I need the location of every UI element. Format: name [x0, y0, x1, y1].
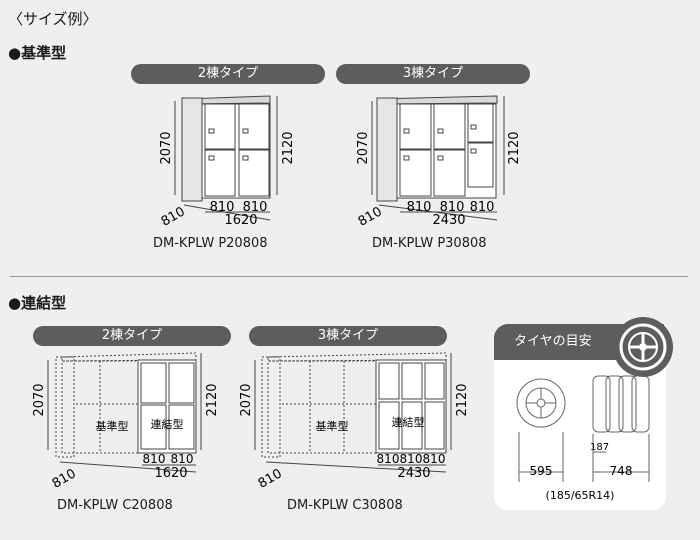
shed-linked-3 — [254, 352, 452, 473]
shed-basic-2 — [174, 95, 278, 221]
model-linked-2: DM-KPLW C20808 — [57, 498, 173, 513]
linked-3-depth: 810 — [256, 466, 285, 491]
pill-basic-2: 2棟タイプ — [131, 64, 325, 84]
basic-2-height-right: 2120 — [281, 131, 296, 164]
linked-3-width-c: 810 — [423, 452, 446, 466]
linked-2-base-label: 基準型 — [96, 419, 129, 433]
linked-2-height-right: 2120 — [205, 383, 220, 416]
linked-2-depth: 810 — [50, 466, 79, 491]
basic-3-total: 2430 — [432, 213, 465, 228]
basic-2-width-b: 810 — [243, 200, 268, 215]
tire-icon — [613, 317, 673, 377]
linked-3-height-left: 2070 — [239, 383, 254, 416]
basic-2-total: 1620 — [224, 213, 257, 228]
shed-basic-3 — [371, 95, 505, 221]
basic-3-width-a: 810 — [407, 200, 432, 215]
basic-2-depth: 810 — [159, 204, 188, 229]
linked-2-width-a: 810 — [143, 452, 166, 466]
linked-3-total: 2430 — [397, 466, 430, 481]
page-header: 〈サイズ例〉 — [8, 10, 98, 28]
model-basic-3: DM-KPLW P30808 — [372, 236, 487, 251]
basic-2-height-left: 2070 — [159, 131, 174, 164]
linked-3-base-label: 基準型 — [316, 419, 349, 433]
pill-basic-3: 3棟タイプ — [336, 64, 530, 84]
pill-linked-3: 3棟タイプ — [249, 326, 447, 346]
basic-3-height-left: 2070 — [356, 131, 371, 164]
tire-width-label: 595 — [530, 464, 553, 478]
shed-linked-2 — [47, 352, 202, 473]
pill-linked-2: 2棟タイプ — [33, 326, 231, 346]
section-divider — [10, 276, 688, 277]
model-basic-2: DM-KPLW P20808 — [153, 236, 268, 251]
linked-3-width-b: 810 — [400, 452, 423, 466]
linked-3-height-right: 2120 — [455, 383, 470, 416]
linked-3-width-a: 810 — [377, 452, 400, 466]
section-basic-label: ●基準型 — [8, 44, 67, 62]
tire-thickness-label: 187 — [590, 442, 609, 453]
basic-2-width-a: 810 — [210, 200, 235, 215]
section-linked-label: ●連結型 — [8, 294, 67, 312]
linked-2-width-b: 810 — [171, 452, 194, 466]
basic-3-width-b: 810 — [440, 200, 465, 215]
linked-2-total: 1620 — [154, 466, 187, 481]
linked-2-height-left: 2070 — [32, 383, 47, 416]
tire-stack-width-label: 748 — [610, 464, 633, 478]
model-linked-3: DM-KPLW C30808 — [287, 498, 403, 513]
basic-3-depth: 810 — [356, 204, 385, 229]
tire-size-label: (185/65R14) — [546, 489, 615, 502]
linked-3-link-label: 連結型 — [392, 415, 425, 429]
basic-3-width-c: 810 — [470, 200, 495, 215]
linked-2-link-label: 連結型 — [151, 417, 184, 431]
basic-3-height-right: 2120 — [507, 131, 522, 164]
tire-guide-drawing: 595 187 748 (185/65R14) — [516, 375, 650, 502]
